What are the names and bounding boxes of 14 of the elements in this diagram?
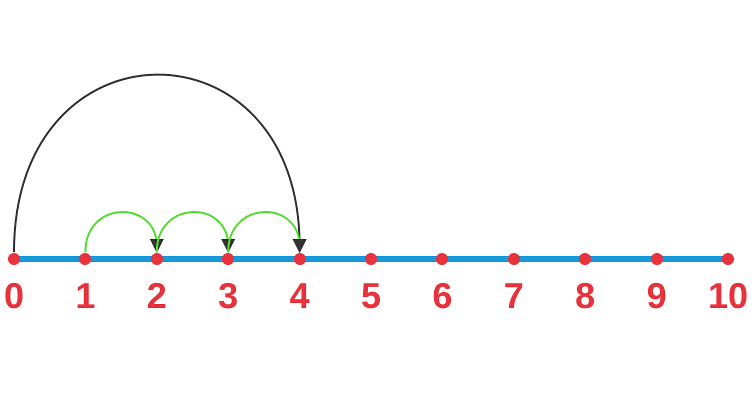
tick-label: 2 xyxy=(146,276,168,316)
jump-arrow xyxy=(84,211,163,253)
jump-arrow xyxy=(156,211,234,253)
tick-label: 1 xyxy=(74,276,96,316)
tick-label: 6 xyxy=(431,276,454,316)
tick-label: 4 xyxy=(288,276,311,316)
jump-arrow xyxy=(227,211,306,253)
tick-label: 8 xyxy=(574,276,596,316)
tick-label: 0 xyxy=(2,276,26,316)
tick-label: 3 xyxy=(217,276,240,316)
tick-label: 9 xyxy=(646,276,668,316)
tick-label: 5 xyxy=(360,276,382,316)
tick-label: 10 xyxy=(706,276,750,316)
tick-label: 7 xyxy=(502,276,525,316)
